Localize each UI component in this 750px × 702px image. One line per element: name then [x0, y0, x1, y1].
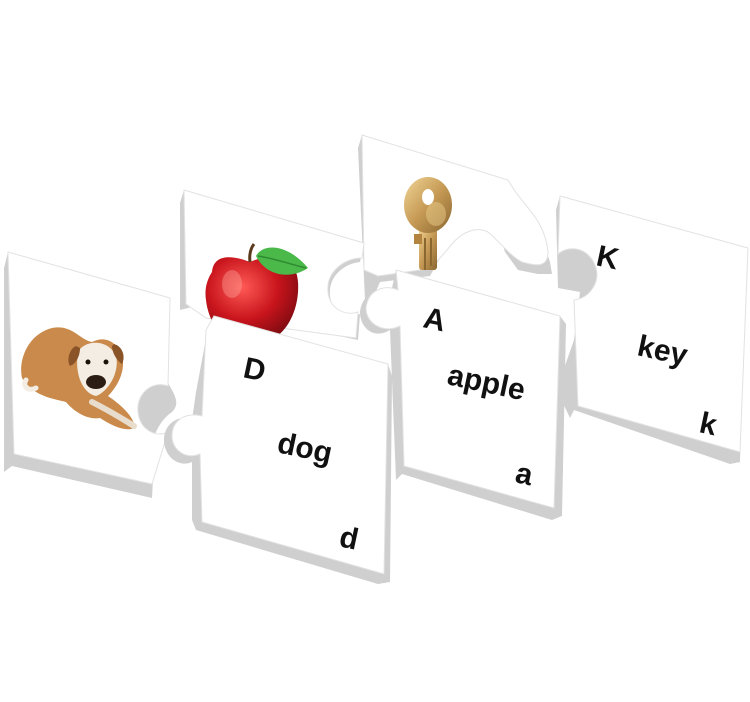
word-key-lowercase: k: [697, 407, 720, 443]
word-piece-dog[interactable]: D dog d: [164, 315, 392, 584]
key-image: [404, 177, 452, 270]
dog-image: [21, 327, 137, 430]
picture-piece-dog[interactable]: [4, 251, 177, 498]
picture-piece-apple[interactable]: [180, 189, 365, 343]
word-apple-lowercase: a: [513, 457, 536, 493]
word-piece-apple[interactable]: A apple a: [360, 269, 566, 520]
picture-piece-key[interactable]: [358, 134, 552, 300]
word-piece-key[interactable]: K key k: [556, 195, 749, 464]
